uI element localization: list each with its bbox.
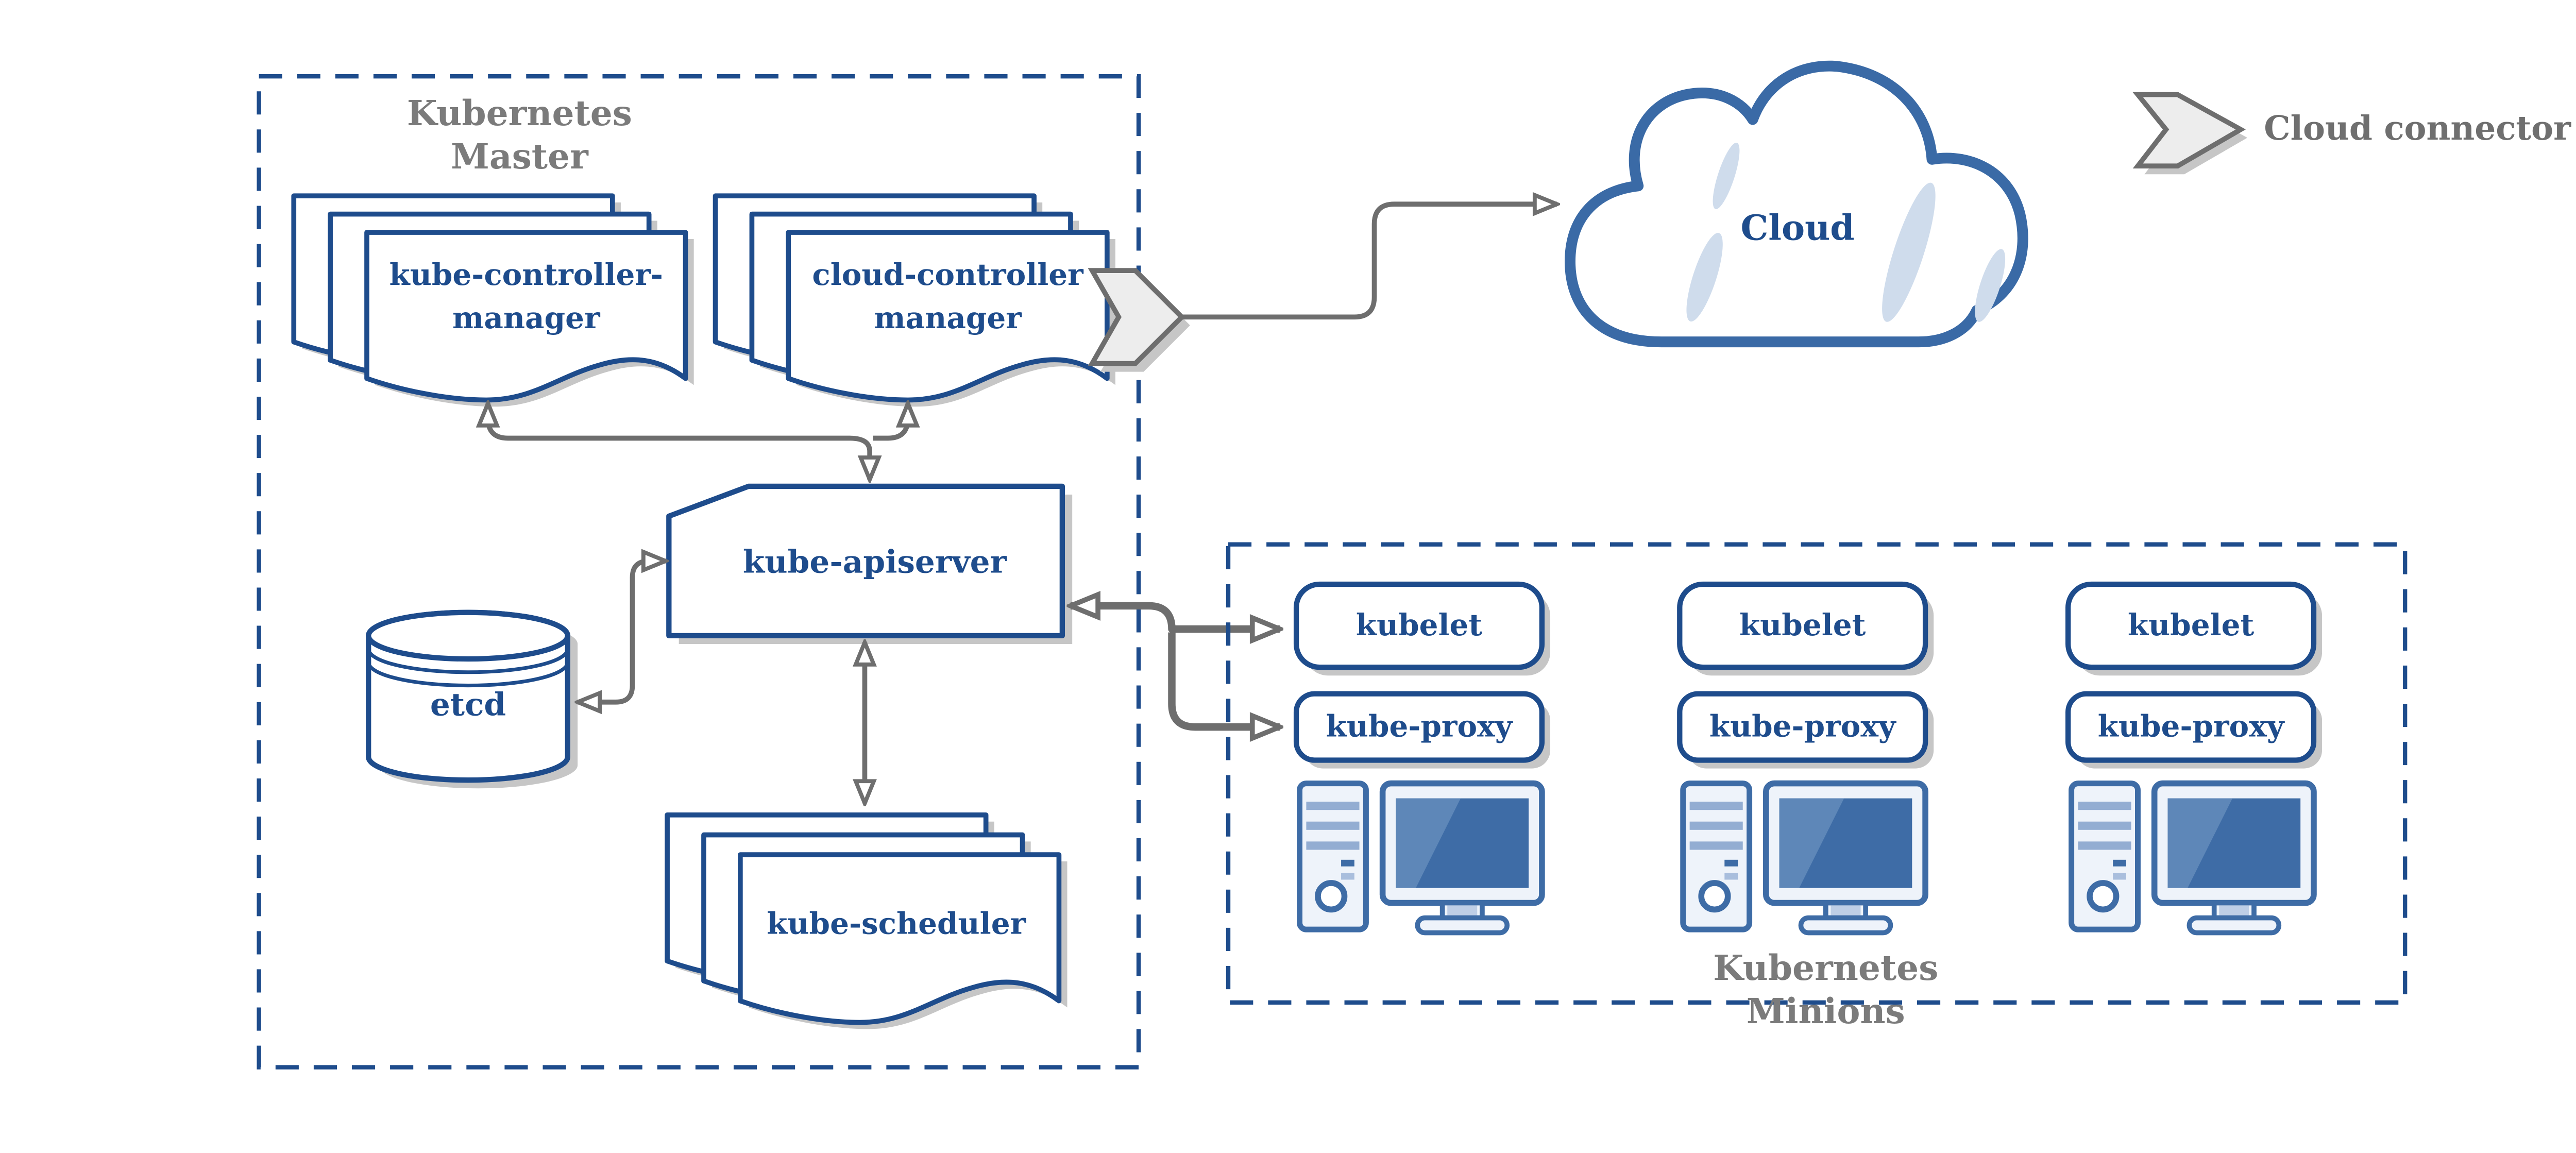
etcd-ring-2 [366, 662, 570, 688]
kube-apiserver-box [666, 483, 1065, 639]
legend-cloud-connector-label: Cloud connector [2264, 109, 2571, 148]
kubelet-box [2065, 581, 2317, 670]
diagram-stage: Kubernetes Master kube-controller- manag… [257, 60, 2571, 1070]
arrow-apiserver-etcd [578, 561, 666, 702]
arrow-cloud-connector-to-cloud [1181, 204, 1557, 320]
minion-node-2: kubelet kube-proxy [1677, 581, 1934, 933]
master-title-line2: Master [451, 135, 589, 177]
master-dashed-border [257, 74, 1141, 1070]
kube-scheduler-node: kube-scheduler [667, 815, 1067, 1029]
computer-icon [2072, 784, 2314, 933]
cloud-label: Cloud [1740, 207, 1854, 248]
cloud-sliver-1 [1713, 142, 1740, 210]
kubelet-label: kubelet [2128, 607, 2255, 642]
legend-cloud-connector: Cloud connector [2132, 92, 2571, 175]
computer-icon [1300, 784, 1542, 933]
kubernetes-architecture-diagram: Kubernetes Master kube-controller- manag… [257, 60, 2571, 1070]
computer-icon [1683, 784, 1925, 933]
master-title-line1: Kubernetes [407, 92, 632, 133]
legend-cloud-connector-icon [2132, 92, 2246, 168]
arrow-apiserver-kubelet [1071, 606, 1280, 629]
kubelet-label: kubelet [1356, 607, 1483, 642]
kubelet-label: kubelet [1739, 607, 1866, 642]
cloud-shape [1565, 60, 2028, 348]
kube-controller-manager-label-line1: kube-controller- [389, 257, 663, 292]
kubernetes-minions-group: kubelet kube-proxy kubelet kube-proxy ku… [1226, 542, 2408, 1031]
etcd-ring-1 [366, 649, 570, 674]
kube-proxy-box [1293, 691, 1545, 763]
kube-proxy-label: kube-proxy [1326, 708, 1514, 743]
kubelet-box [1677, 581, 1928, 670]
kubelet-box [1293, 581, 1545, 670]
cloud-controller-manager-label-line1: cloud-controller [812, 257, 1084, 292]
kubernetes-master-group: Kubernetes Master kube-controller- manag… [257, 74, 1190, 1070]
cloud-group: Cloud [1565, 60, 2028, 348]
kube-proxy-label: kube-proxy [2098, 708, 2285, 743]
etcd-label: etcd [430, 686, 506, 723]
kube-proxy-box [2065, 691, 2317, 763]
cloud-controller-manager-label-line2: manager [874, 300, 1022, 335]
minion-node-3: kubelet kube-proxy [2065, 581, 2323, 933]
kube-apiserver-label: kube-apiserver [743, 544, 1007, 580]
kube-scheduler-label: kube-scheduler [767, 906, 1026, 941]
cloud-connector-icon [1088, 268, 1185, 366]
minions-dashed-border [1226, 542, 2408, 1005]
cloud-sliver-2 [1686, 232, 1723, 322]
minion-node-1: kubelet kube-proxy [1293, 581, 1551, 933]
kube-apiserver-node: kube-apiserver [666, 483, 1073, 644]
arrow-apiserver-to-kube-controller-manager [488, 403, 870, 480]
kube-proxy-label: kube-proxy [1709, 708, 1897, 743]
cloud-controller-manager-node: cloud-controller manager [716, 196, 1115, 407]
etcd-node: etcd [366, 609, 578, 789]
kube-proxy-box [1677, 691, 1928, 763]
arrow-apiserver-kube-proxy [1168, 632, 1279, 727]
kube-controller-manager-node: kube-controller- manager [294, 196, 694, 407]
minions-title-line2: Minions [1747, 990, 1905, 1031]
kube-controller-manager-label-line2: manager [452, 300, 601, 335]
minions-title-line1: Kubernetes [1713, 947, 1938, 988]
etcd-cylinder-top [366, 609, 570, 662]
cloud-sliver-4 [1975, 249, 2006, 322]
arrow-apiserver-to-cloud-controller-manager [873, 403, 908, 441]
cloud-sliver-3 [1882, 182, 1936, 322]
